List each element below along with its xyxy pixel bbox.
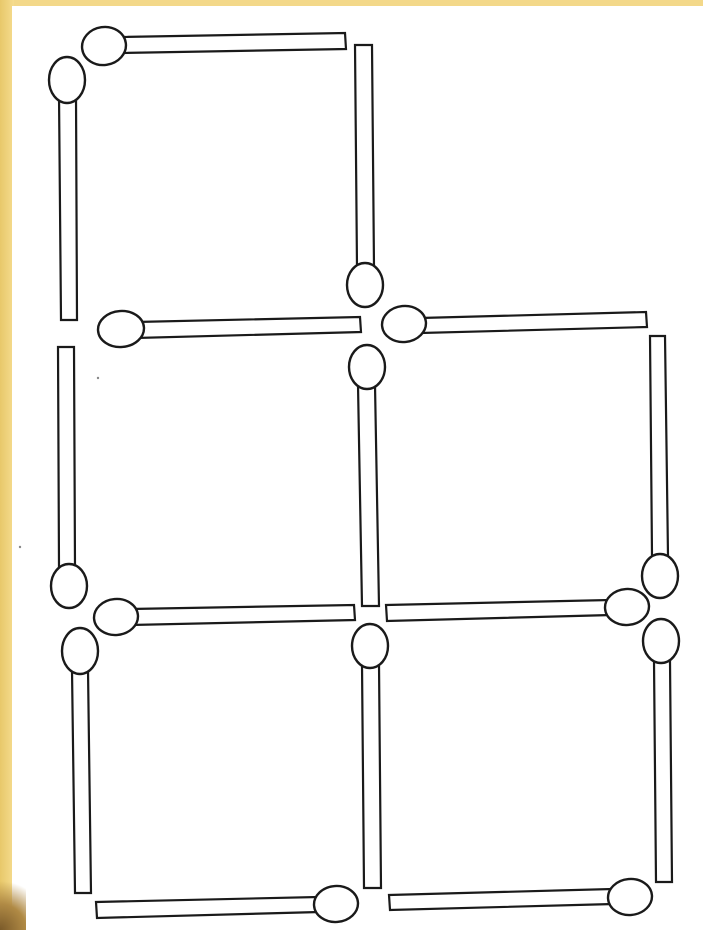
match-center-vertical-middle <box>349 345 385 606</box>
match-bottom-row-right <box>389 877 653 917</box>
match-top-right-vertical <box>347 45 383 307</box>
match-center-vertical-bottom <box>352 624 388 888</box>
match-top-left-vertical <box>49 57 85 320</box>
match-bottom-row-left <box>96 885 359 924</box>
speck <box>97 377 99 379</box>
match-lower-row-left <box>93 597 355 637</box>
match-right-vertical-bottom <box>643 619 679 882</box>
match-lower-row-right <box>386 588 650 627</box>
match-mid-row-right <box>380 304 647 344</box>
match-right-vertical-middle <box>642 336 678 598</box>
match-left-vertical-middle <box>51 347 87 608</box>
match-left-vertical-bottom <box>62 628 98 893</box>
speck <box>19 546 21 548</box>
match-top-row-1 <box>80 24 346 68</box>
match-mid-row-left <box>97 309 361 348</box>
